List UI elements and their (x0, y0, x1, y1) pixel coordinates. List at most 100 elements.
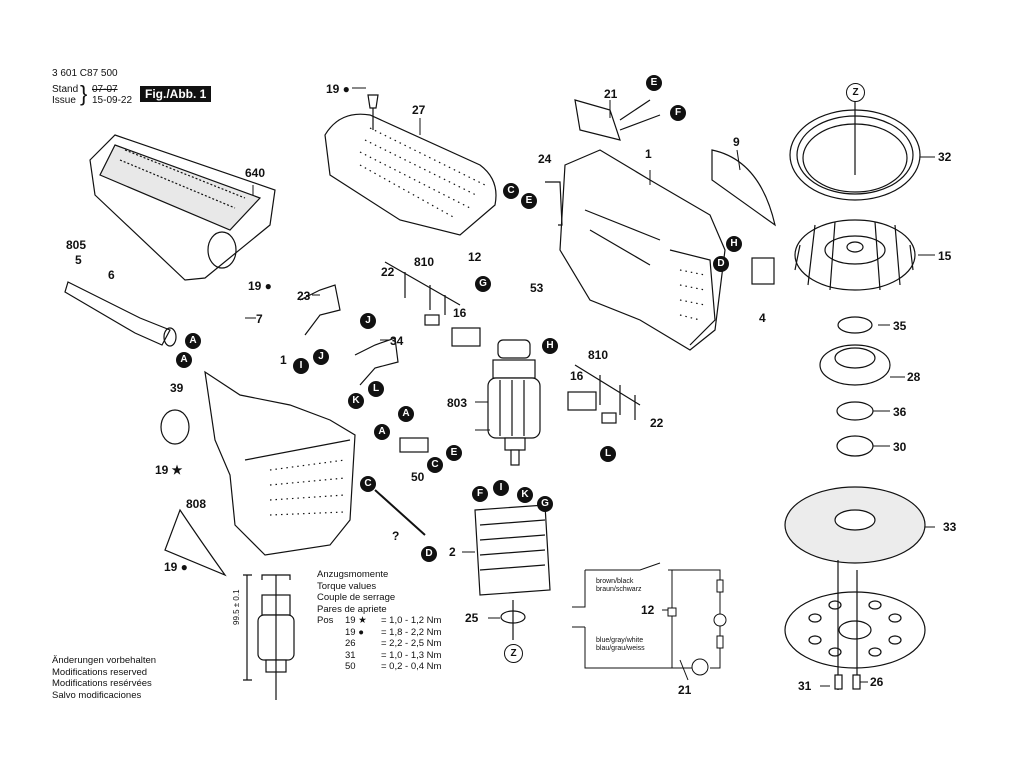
field-coil-drawing (474, 504, 551, 596)
part-label: 9 (733, 135, 740, 149)
bearing-ring-drawing (836, 435, 874, 457)
part-label: 16 (453, 306, 467, 320)
part-label: 26 (870, 675, 884, 689)
electronic-module-drawing (574, 99, 661, 141)
connection-callout-c: C (503, 183, 519, 199)
part-number: 3 601 C87 500 (52, 68, 118, 79)
part-label: 7 (256, 312, 263, 326)
part-label: 12 (468, 250, 482, 264)
part-label: 2 (449, 545, 456, 559)
part-label: 34 (390, 334, 404, 348)
part-label: 5 (75, 253, 82, 267)
wire-label-blue-gray-white: blue/gray/white blau/grau/weiss (596, 637, 645, 652)
switch-drawing (751, 257, 775, 285)
part-label: 22 (650, 416, 664, 430)
fan-drawing (794, 219, 916, 291)
connection-callout-l: L (368, 381, 384, 397)
torque-values-table: Anzugsmomente Torque values Couple de se… (317, 569, 441, 673)
torque-row: 50= 0,2 - 0,4 Nm (345, 661, 442, 672)
connection-callout-a: A (398, 406, 414, 422)
part-label: 53 (530, 281, 544, 295)
armature-spec-drawing (243, 574, 295, 700)
torque-heading-en: Torque values (317, 580, 377, 592)
part-label: 35 (893, 319, 907, 333)
part-label: 19 ● (164, 560, 188, 574)
part-label: 36 (893, 405, 907, 419)
bracket-drawing (545, 181, 563, 226)
part-label: 21 (678, 683, 692, 697)
part-label: 33 (943, 520, 957, 534)
dust-box-drawing (89, 134, 276, 281)
sanding-disc-drawing (784, 591, 926, 669)
connection-callout-j: J (313, 349, 329, 365)
part-label: 803 (447, 396, 468, 410)
connection-callout-f: F (472, 486, 488, 502)
connection-callout-a: A (176, 352, 192, 368)
part-label: 19 ★ (155, 463, 183, 477)
part-label: 23 (297, 289, 311, 303)
connection-callout-g: G (537, 496, 553, 512)
torque-row: 26= 2,2 - 2,5 Nm (345, 638, 442, 649)
torque-heading-es: Pares de apriete (317, 603, 387, 615)
part-label: 21 (604, 87, 618, 101)
terminal-block-drawing (399, 437, 429, 453)
modifications-notice: Änderungen vorbehalten Modifications res… (52, 655, 156, 701)
power-cord-drawing (64, 281, 177, 347)
top-cover-drawing (324, 94, 497, 236)
cable-drawing (374, 489, 426, 536)
connection-callout-c: C (360, 476, 376, 492)
part-label: 1 (280, 353, 287, 367)
seal-ring-drawing (789, 100, 921, 201)
connection-callout-a: A (374, 424, 390, 440)
brush-holder-23-drawing (299, 284, 341, 336)
torque-row: 31= 1,0 - 1,3 Nm (345, 649, 442, 661)
cover-plate-drawing (711, 149, 776, 227)
carbon-brush-drawing (424, 314, 440, 326)
armature-dimension: 99.5 ± 0.1 (232, 589, 241, 625)
wire-label-brown-black: brown/black braun/schwarz (596, 578, 642, 593)
connection-callout-h: H (726, 236, 742, 252)
connection-callout-e: E (521, 193, 537, 209)
part-label: 30 (893, 440, 907, 454)
part-label: ? (392, 529, 400, 543)
part-label: 28 (907, 370, 921, 384)
z-reference-marker: Z (846, 83, 865, 102)
connection-callout-h: H (542, 338, 558, 354)
stand-label: Stand (52, 84, 79, 95)
part-label: 25 (465, 611, 479, 625)
part-label: 4 (759, 311, 766, 325)
figure-label: Fig./Abb. 1 (140, 86, 212, 102)
bearing-housing-drawing (819, 344, 891, 386)
notice-de: Änderungen vorbehalten (52, 655, 157, 666)
brace: } (80, 81, 88, 106)
issue-date: 15-09-22 (92, 95, 133, 106)
part-label: 6 (108, 268, 115, 282)
issue-label: Issue (52, 95, 76, 106)
notice-es: Salvo modificaciones (52, 689, 142, 701)
base-plate-drawing (164, 508, 227, 577)
part-label: 19 ● (326, 82, 350, 96)
part-label: 31 (798, 679, 812, 693)
connection-callout-c: C (427, 457, 443, 473)
connection-callout-j: J (360, 313, 376, 329)
part-label: 12 (641, 603, 655, 617)
notice-en: Modifications reserved (52, 666, 148, 678)
brush-holder-16-drawing (451, 327, 481, 347)
housing-right-drawing (559, 149, 726, 351)
connection-callout-i: I (493, 480, 509, 496)
brush-holder-34-drawing (354, 337, 399, 386)
connection-callout-i: I (293, 358, 309, 374)
connection-callout-f: F (670, 105, 686, 121)
sanding-pad-drawing (784, 486, 926, 564)
part-label: 1 (645, 147, 652, 161)
connection-callout-a: A (185, 333, 201, 349)
o-ring-drawing (160, 409, 190, 445)
connection-callout-l: L (600, 446, 616, 462)
wiring-diagram-drawing (572, 562, 727, 676)
part-label: 810 (414, 255, 435, 269)
part-label: 808 (186, 497, 207, 511)
housing-left-drawing (204, 370, 356, 556)
connection-callout-g: G (475, 276, 491, 292)
part-label: 27 (412, 103, 426, 117)
